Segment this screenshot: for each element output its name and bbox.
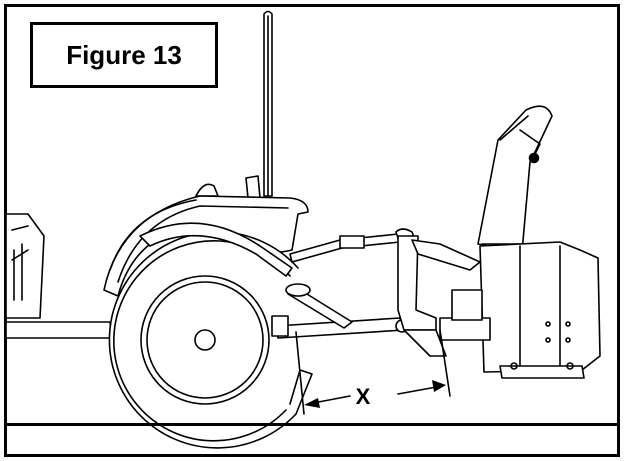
rops-bar	[263, 10, 273, 197]
top-link	[289, 228, 417, 263]
dimension-x-marker: X	[295, 329, 451, 415]
dimension-x-label: X	[356, 384, 371, 409]
discharge-chute	[477, 105, 553, 253]
snowblower-housing	[439, 241, 601, 379]
bottom-divider	[4, 423, 620, 426]
lower-links	[271, 283, 409, 339]
tractor-rear-body	[5, 213, 113, 339]
wheel-fender-guard	[139, 222, 293, 277]
hitch-frame	[397, 235, 481, 357]
rear-wheel	[108, 231, 313, 449]
seat-area	[195, 175, 261, 199]
figure-label: Figure 13	[30, 22, 218, 88]
